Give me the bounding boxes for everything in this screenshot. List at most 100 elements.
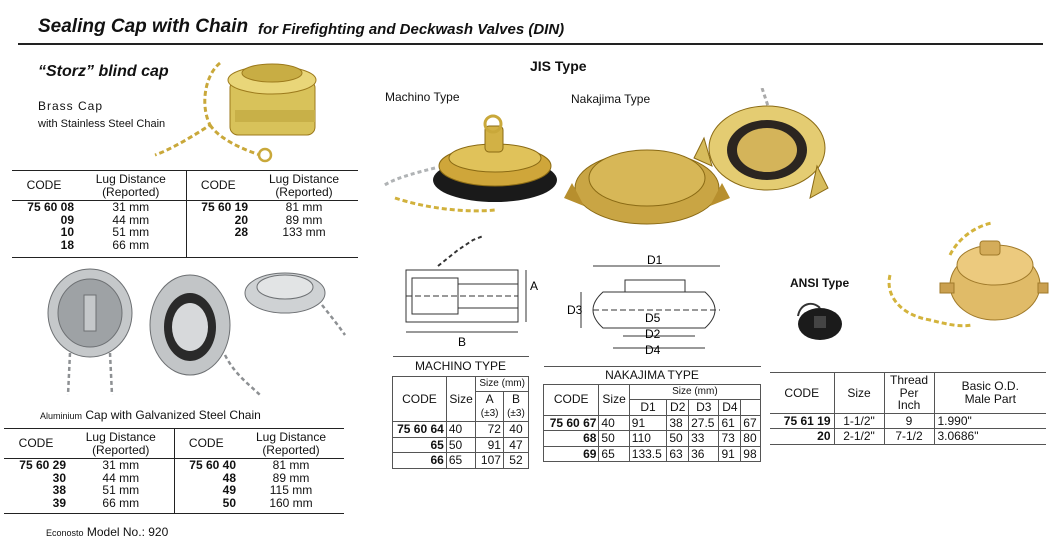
col-a: A(±3)	[475, 391, 504, 422]
table-row: 75 61 19 1-1/2" 9 1.990"	[770, 412, 1046, 429]
nakajima-title: NAKAJIMA TYPE	[543, 366, 761, 384]
lug-label: Lug Distance	[255, 430, 327, 444]
dim-d4: D4	[645, 343, 661, 357]
lug-cell	[250, 238, 358, 258]
extra-cell: 80	[740, 430, 761, 447]
d2-cell: 50	[666, 430, 690, 447]
lug-cell: 31 mm	[112, 200, 150, 214]
lug-cell: 115 mm	[269, 483, 313, 497]
machino-dimension-drawing: A B	[405, 235, 538, 348]
code-cell: 75 60 40	[173, 458, 238, 472]
dim-d2: D2	[645, 327, 661, 341]
lug-cell: 66 mm	[76, 238, 186, 258]
code-cell: 49	[173, 484, 238, 497]
code-cell: 09	[60, 212, 74, 227]
col-code: CODE	[542, 383, 600, 416]
lug-label: Lug Distance	[95, 172, 166, 186]
lug-cell: 89 mm	[285, 212, 323, 227]
brand-label: Econosto	[46, 528, 84, 538]
size-cell: 2-1/2"	[833, 428, 885, 445]
d1-cell: 91	[628, 414, 668, 431]
title-rule	[18, 43, 1043, 45]
col-d3: D3	[688, 399, 720, 416]
ansi-heading: ANSI Type	[790, 276, 850, 290]
reported-label: (Reported)	[92, 442, 150, 457]
ansi-small-cap-image	[797, 302, 842, 340]
code-cell	[185, 238, 250, 258]
code-cell: 38	[52, 483, 66, 497]
code-cell: 75 60 19	[185, 200, 250, 214]
lug-cell: 51 mm	[102, 483, 140, 497]
b-cell: 47	[502, 436, 530, 453]
extra-cell: 98	[740, 445, 761, 462]
a-cell: 107	[475, 452, 504, 469]
page-title: Sealing Cap with Chain	[38, 16, 249, 37]
lug-cell: 89 mm	[272, 470, 310, 485]
dim-b: B	[458, 335, 466, 348]
col-extra	[740, 399, 761, 416]
table-row: 30 44 mm 48 89 mm	[4, 470, 344, 485]
table-row: 75 60 67 40 91 38 27.5 61 67	[542, 414, 761, 431]
table-row: 69 65 133.5 63 36 91 98	[542, 445, 761, 462]
col-code: CODE	[392, 375, 447, 422]
lug-cell: 66 mm	[68, 496, 174, 514]
lug-cell: 160 mm	[238, 496, 344, 514]
thread-label-1: Thread	[889, 373, 929, 387]
size-cell: 1-1/2"	[833, 412, 885, 429]
od-cell: 1.990"	[933, 412, 1046, 429]
machino-table: MACHINO TYPE CODE Size Size (mm) A(±3) B…	[392, 356, 530, 469]
d2-cell: 63	[666, 445, 690, 462]
code-cell: 20	[770, 428, 835, 445]
code-cell: 30	[52, 470, 66, 485]
table-row: 66 65 107 52	[392, 452, 530, 469]
lug-cell: 44 mm	[102, 470, 140, 485]
col-code-2: CODE	[185, 170, 250, 201]
code-cell: 66	[392, 452, 447, 469]
code-cell: 39	[4, 496, 68, 514]
table-row: 38 51 mm 49 115 mm	[4, 484, 344, 497]
aluminium-table: CODE Lug Distance(Reported) CODE Lug Dis…	[4, 428, 344, 514]
a-label: A	[485, 392, 494, 406]
col-od: Basic O.D.Male Part	[933, 372, 1046, 414]
lug-cell: 44 mm	[112, 212, 150, 227]
code-cell: 75 60 64	[392, 421, 447, 438]
col-d4: D4	[718, 399, 742, 416]
nakajima-dimension-drawing: D1 D3 D5 D2 D4	[567, 253, 720, 357]
reported-label: (Reported)	[102, 184, 160, 199]
size-cell: 40	[445, 421, 477, 438]
jis-heading: JIS Type	[530, 58, 587, 74]
storz-table: CODE Lug Distance(Reported) CODE Lug Dis…	[12, 170, 358, 258]
lug-cell: 31 mm	[102, 458, 140, 472]
col-size: Size	[445, 375, 477, 422]
col-code: CODE	[4, 428, 68, 459]
table-row: 18 66 mm	[12, 238, 358, 258]
ansi-brass-cap-image	[887, 221, 1049, 328]
table-row: 10 51 mm 28 133 mm	[12, 226, 358, 239]
code-cell: 75 61 19	[770, 412, 835, 429]
code-cell: 68	[542, 430, 600, 447]
storz-material: Brass Cap	[38, 99, 104, 113]
lug-label: Lug Distance	[268, 172, 340, 186]
table-row: 09 44 mm 20 89 mm	[12, 212, 358, 227]
col-code: CODE	[770, 372, 835, 414]
dim-d3: D3	[567, 303, 583, 317]
table-row: 39 66 mm 50 160 mm	[4, 496, 344, 514]
code-cell: 75 60 29	[19, 458, 66, 472]
code-cell: 20	[185, 213, 250, 226]
col-size-mm: Size (mm)	[628, 383, 762, 400]
a-cell: 91	[475, 436, 504, 453]
aluminium-caps-image	[47, 268, 347, 396]
extra-cell: 67	[740, 414, 761, 431]
nakajima-table: NAKAJIMA TYPE CODE Size Size (mm) D1 D2 …	[542, 366, 762, 462]
machino-cap-image	[382, 114, 557, 213]
nakajima-label: Nakajima Type	[571, 92, 651, 106]
b-label: B	[511, 392, 520, 406]
code-cell: 69	[542, 445, 600, 462]
nakajima-cap-image	[564, 88, 829, 225]
b-cell: 40	[502, 421, 530, 438]
table-row: 68 50 110 50 33 73 80	[542, 430, 761, 447]
col-lug-2: Lug Distance(Reported)	[250, 170, 358, 201]
code-cell: 75 60 67	[542, 414, 600, 431]
